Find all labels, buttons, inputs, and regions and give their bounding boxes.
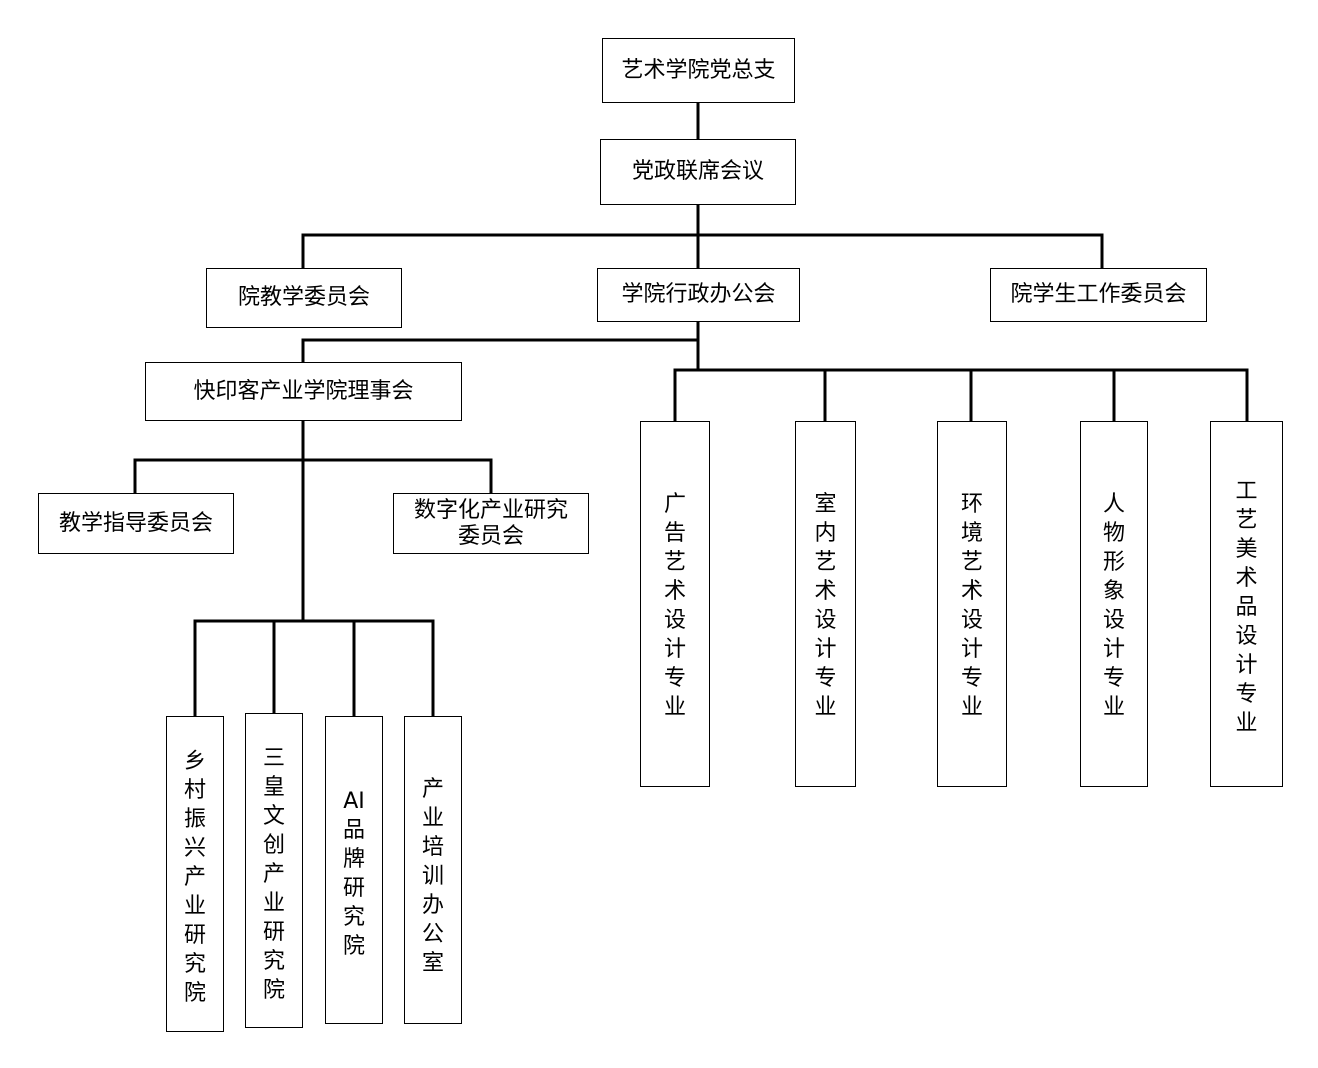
node-major-crafts: 工艺美术品设计专业 <box>1210 421 1283 787</box>
node-sanhuang-cultural-institute: 三皇文创产业研究院 <box>245 713 303 1028</box>
node-ai-brand-institute: AI品牌研究院 <box>325 716 383 1024</box>
node-major-interior: 室内艺术设计专业 <box>795 421 856 787</box>
node-industry-college-council: 快印客产业学院理事会 <box>145 362 462 421</box>
node-digital-industry-committee: 数字化产业研究委员会 <box>393 493 589 554</box>
node-joint-meeting: 党政联席会议 <box>600 139 796 205</box>
node-teaching-guidance-committee: 教学指导委员会 <box>38 493 234 554</box>
node-industry-training-office: 产业培训办公室 <box>404 716 462 1024</box>
node-major-advertising: 广告艺术设计专业 <box>640 421 710 787</box>
node-industry-college-council-label: 快印客产业学院理事会 <box>193 378 414 404</box>
node-party-branch: 艺术学院党总支 <box>602 38 795 103</box>
node-major-advertising-label: 广告艺术设计专业 <box>663 492 686 720</box>
node-sanhuang-cultural-institute-label: 三皇文创产业研究院 <box>262 746 285 1003</box>
node-digital-industry-committee-label: 数字化产业研究委员会 <box>413 497 568 549</box>
node-rural-revitalization-institute: 乡村振兴产业研究院 <box>166 716 224 1032</box>
node-major-environment: 环境艺术设计专业 <box>937 421 1007 787</box>
node-party-branch-label: 艺术学院党总支 <box>621 57 776 83</box>
node-major-character-label: 人物形象设计专业 <box>1102 492 1125 720</box>
node-teaching-committee-label: 院教学委员会 <box>237 285 370 310</box>
node-teaching-guidance-committee-label: 教学指导委员会 <box>58 510 213 536</box>
node-student-work-committee: 院学生工作委员会 <box>990 268 1207 322</box>
node-major-character: 人物形象设计专业 <box>1080 421 1148 787</box>
node-admin-office-meeting-label: 学院行政办公会 <box>621 282 776 307</box>
node-major-crafts-label: 工艺美术品设计专业 <box>1235 479 1258 736</box>
node-industry-training-office-label: 产业培训办公室 <box>421 777 444 976</box>
node-major-environment-label: 环境艺术设计专业 <box>960 492 983 720</box>
node-rural-revitalization-institute-label: 乡村振兴产业研究院 <box>183 749 206 1006</box>
node-ai-brand-institute-label: AI品牌研究院 <box>342 789 365 959</box>
node-teaching-committee: 院教学委员会 <box>206 268 402 328</box>
node-admin-office-meeting: 学院行政办公会 <box>597 268 800 322</box>
node-student-work-committee-label: 院学生工作委员会 <box>1010 282 1187 307</box>
node-joint-meeting-label: 党政联席会议 <box>631 159 764 184</box>
node-major-interior-label: 室内艺术设计专业 <box>814 492 837 720</box>
